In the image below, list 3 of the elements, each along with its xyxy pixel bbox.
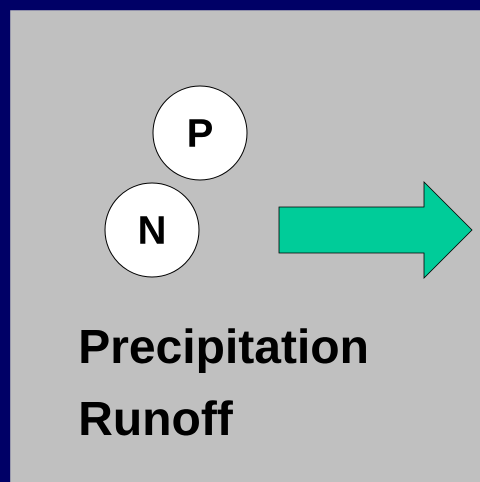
panel-title: Precipitation Runoff [81, 328, 366, 436]
circle-node: N [104, 182, 200, 278]
circle-node: P [152, 86, 248, 180]
